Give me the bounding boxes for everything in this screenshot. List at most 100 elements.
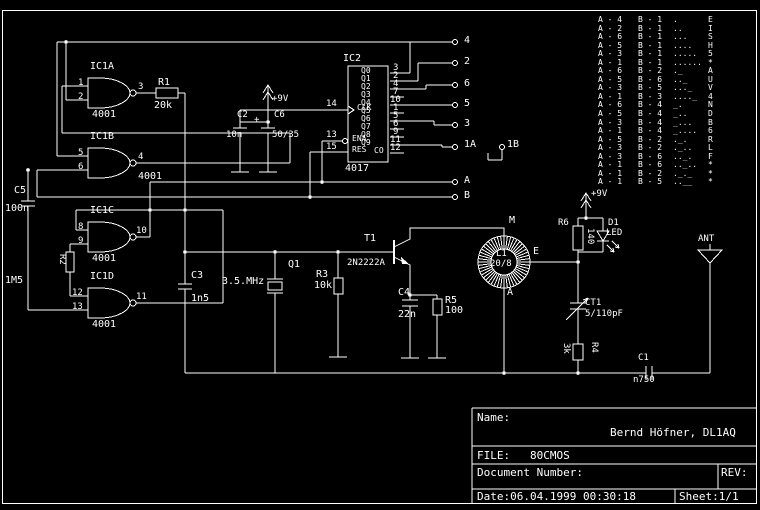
ct1-ref: CT1 [585,298,602,308]
t1-part: 2N2222A [347,258,385,268]
morse-col-char: B [708,117,713,127]
morse-col-code: ..._ [673,83,693,93]
vcc-left: +9V [272,94,289,104]
morse-col-b: B - 1 [638,40,663,50]
ic2-pin5: 5 [393,111,399,121]
vcc-arrow-left [262,84,274,101]
morse-col-char: I [708,23,713,33]
morse-col-a: A - 5 [598,134,623,144]
r5-value: 100 [445,305,464,316]
morse-col-char: * [708,57,713,67]
morse-col-code: ..__ [673,177,693,187]
ic2-pin15: 15 [326,142,337,152]
ic1a-pin2: 2 [78,92,84,102]
c5-ref: C5 [14,185,27,196]
ic2-pin3: 3 [393,63,399,73]
morse-col-a: A - 5 [598,40,623,50]
ic2-pin13: 13 [326,130,337,140]
ic1d-ref: IC1D [90,271,115,282]
d1-part: LED [606,228,623,238]
ic2-ref: IC2 [343,53,362,64]
morse-col-char: F [708,151,713,161]
morse-col-a: A - 3 [598,143,623,153]
morse-col-char: * [708,168,713,178]
capacitor-c2 [231,127,249,173]
connector-circles [452,39,505,200]
morse-col-b: B - 1 [638,15,663,24]
ic2-pin4: 4 [393,79,399,89]
ic2-pin10: 10 [390,95,401,105]
morse-col-b: B - 2 [638,168,663,178]
capacitor-c3 [178,283,192,290]
ic2-co: CO [374,146,384,155]
nor-gate-ic1b [76,147,137,179]
morse-col-code: ...._ [673,91,698,101]
vcc-arrow-right [580,192,592,209]
conn-4: 4 [464,35,471,46]
r6-value: 140 [585,228,595,245]
ic2-q9: Q9 [361,138,371,147]
morse-col-a: A - 1 [598,57,623,67]
morse-col-char: * [708,177,713,187]
morse-col-a: A - 4 [598,15,623,24]
morse-col-a: A - 3 [598,49,623,59]
resistor-r3 [333,277,344,295]
vcc-right: +9V [591,189,608,199]
ic1a-ref: IC1A [90,61,115,72]
drawing-frame [2,10,757,504]
crystal-q1 [267,278,283,294]
capacitor-c5 [21,200,35,207]
morse-col-b: B - 6 [638,74,663,84]
ic1c-ref: IC1C [90,205,115,216]
ic1b-pin5: 5 [78,148,84,158]
ic2-pin14: 14 [326,99,337,109]
ic2-res: RES [352,145,367,154]
morse-col-b: B - 1 [638,49,663,59]
morse-col-code: _.... [673,126,698,136]
morse-col-code: .... [673,40,693,50]
ic2-q8: Q8 [361,130,371,139]
toroid-a: A [507,287,514,298]
ic1b-ref: IC1B [90,131,115,142]
morse-col-char: E [708,15,713,24]
ic1d-pin12: 12 [72,288,83,298]
ic1c-part: 4001 [92,253,117,264]
morse-col-code: .. [673,23,683,33]
morse-col-char: V [708,83,713,93]
morse-col-char: D [708,109,713,119]
q1-value: 3.5.MHz [222,276,265,287]
r1-value: 20k [154,100,173,111]
morse-col-char: U [708,74,713,84]
morse-col-a: A - 6 [598,32,623,42]
ic1d-part: 4001 [92,319,117,330]
morse-col-b: B - 5 [638,83,663,93]
nor-gate-ic1a [76,77,137,109]
wires [27,41,711,374]
ic1b-pin4: 4 [138,152,144,162]
c1-value: n750 [633,375,655,385]
conn-1a: 1A [464,139,477,150]
morse-col-code: ...... [673,57,702,67]
r4-ref: R4 [589,342,599,353]
ic2-q3: Q3 [361,90,371,99]
ic1d-pin13: 13 [72,302,83,312]
resistor-r1 [155,87,179,99]
c1-ref: C1 [638,353,649,363]
morse-col-a: A - 5 [598,109,623,119]
ic2-part: 4017 [345,163,370,174]
ic2-q7: Q7 [361,122,371,131]
titleblock-document-label: Document Number: [477,466,583,479]
morse-col-a: A - 1 [598,126,623,136]
morse-col-b: B - 6 [638,151,663,161]
ic2-clk-triangle [347,105,355,115]
resistor-r6 [572,225,584,251]
morse-col-a: A - 1 [598,177,623,187]
toroid-l1 [477,235,531,289]
q1-ref: Q1 [288,259,301,270]
r5-ref: R5 [445,295,458,306]
morse-col-a: A - 1 [598,168,623,178]
d1-ref: D1 [608,218,619,228]
conn-1b: 1B [507,139,520,150]
morse-col-char: L [708,143,713,153]
morse-col-a: A - 2 [598,23,623,33]
